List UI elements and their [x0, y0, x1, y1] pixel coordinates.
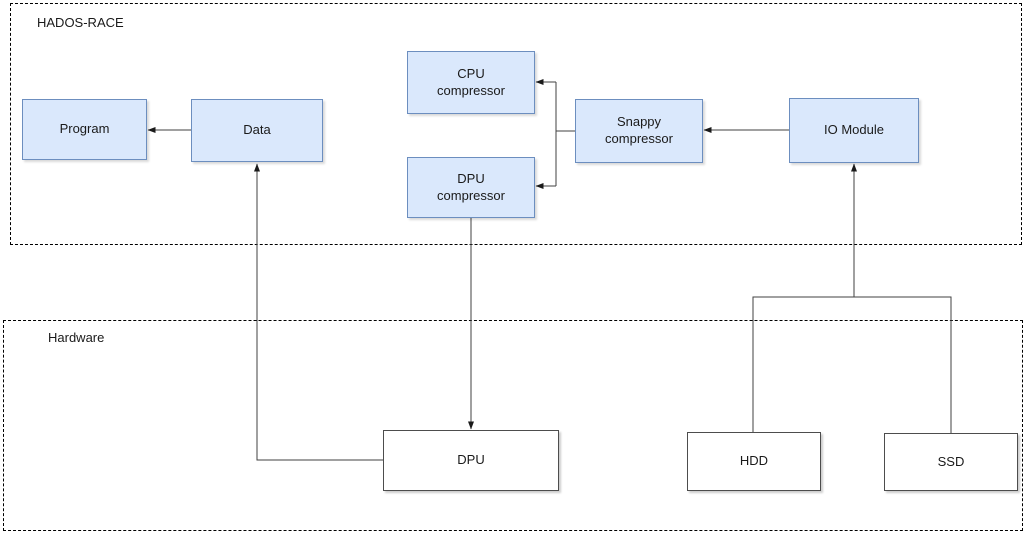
- node-cpu-compressor: CPU compressor: [407, 51, 535, 114]
- node-dpu-compressor: DPU compressor: [407, 157, 535, 218]
- group-hardware-label: Hardware: [48, 330, 105, 345]
- node-data: Data: [191, 99, 323, 162]
- node-program: Program: [22, 99, 147, 160]
- group-hados-race-label: HADOS-RACE: [37, 15, 124, 30]
- node-dpu: DPU: [383, 430, 559, 491]
- node-hdd: HDD: [687, 432, 821, 491]
- group-hados-race: [10, 3, 1022, 245]
- node-ssd: SSD: [884, 433, 1018, 491]
- node-io-module: IO Module: [789, 98, 919, 163]
- node-snappy-compressor: Snappy compressor: [575, 99, 703, 163]
- group-hardware: [3, 320, 1023, 531]
